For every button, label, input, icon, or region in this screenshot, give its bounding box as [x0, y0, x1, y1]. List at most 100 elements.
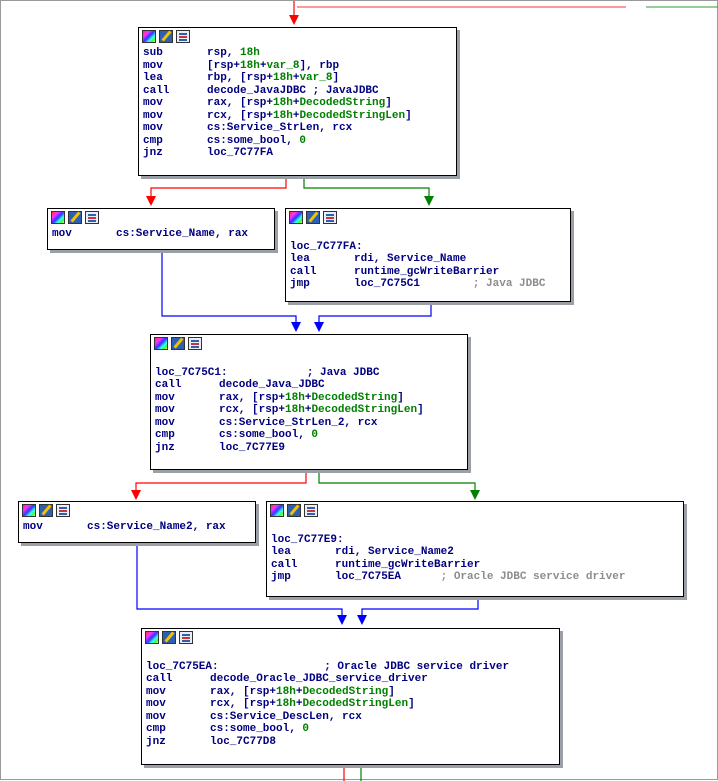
- operand-text: ]: [405, 109, 412, 122]
- edit-icon[interactable]: [159, 30, 173, 43]
- block-toolbar: [286, 209, 570, 227]
- operand-text: ]: [408, 698, 415, 710]
- operand-text: rdi, Service_Name2: [335, 546, 454, 558]
- operand-text: rcx, [rsp+: [207, 109, 274, 122]
- edit-icon[interactable]: [162, 631, 176, 644]
- mnemonic: lea: [143, 72, 163, 84]
- code-label-line[interactable]: [290, 228, 566, 241]
- operand-text: cs:Service_StrLen, rcx: [207, 122, 353, 134]
- operands: cs:some_bool, 0: [207, 135, 306, 148]
- mnemonic: jnz: [146, 735, 166, 748]
- graph-overview-icon[interactable]: [22, 504, 36, 517]
- operands: runtime_gcWriteBarrier: [335, 559, 480, 572]
- code-label-line[interactable]: [146, 648, 555, 661]
- xrefs-icon[interactable]: [323, 211, 337, 224]
- operand-text: loc_7C77D8: [210, 735, 277, 748]
- block-code: loc_7C75EA: ; Oracle JDBC service driver…: [142, 647, 559, 750]
- operand-text: ], rbp: [299, 59, 340, 72]
- code-label-line[interactable]: loc_7C77E9:: [271, 534, 679, 547]
- operand-text: decode_Java_JDBC: [219, 379, 325, 391]
- operand-text: cs:Service_Name, rax: [116, 228, 249, 240]
- instruction-line[interactable]: jnz loc_7C77D8: [146, 736, 555, 749]
- graph-overview-icon[interactable]: [154, 337, 168, 350]
- operand-text: loc_7C75C1: [354, 278, 421, 290]
- graph-overview-icon[interactable]: [142, 30, 156, 43]
- xrefs-icon[interactable]: [188, 337, 202, 350]
- xrefs-icon[interactable]: [176, 30, 190, 43]
- operand-text: rax, [rsp+: [219, 391, 286, 404]
- operand-text: rcx, [rsp+: [219, 404, 286, 416]
- graph-overview-icon[interactable]: [289, 211, 303, 224]
- operands: cs:Service_StrLen_2, rcx: [219, 417, 377, 430]
- operands: cs:some_bool, 0: [210, 723, 309, 736]
- code-label-line[interactable]: loc_7C75EA: ; Oracle JDBC service driver: [146, 661, 555, 674]
- operand-text: loc_7C75EA: [335, 571, 402, 583]
- edge-b3-b5: [318, 469, 476, 491]
- instruction-line[interactable]: lea rdi, Service_Name2: [271, 546, 679, 559]
- instruction-line[interactable]: mov[rsp+18h+var_8], rbp: [143, 60, 452, 73]
- operand-text: runtime_gcWriteBarrier: [335, 558, 481, 571]
- operands: loc_7C75C1 ; Java JDBC: [354, 278, 545, 291]
- edit-icon[interactable]: [68, 211, 82, 224]
- operand-text: cs:Service_DescLen, rcx: [210, 710, 362, 723]
- edit-icon[interactable]: [287, 504, 301, 517]
- instruction-line[interactable]: sub rsp, 18h: [143, 47, 452, 60]
- graph-overview-icon[interactable]: [145, 631, 159, 644]
- xrefs-icon[interactable]: [179, 631, 193, 644]
- mnemonic: lea: [271, 546, 291, 558]
- basic-block-6[interactable]: loc_7C75EA: ; Oracle JDBC service driver…: [141, 628, 560, 765]
- code-label-line[interactable]: loc_7C75C1: ; Java JDBC: [155, 367, 463, 380]
- graph-overview-icon[interactable]: [51, 211, 65, 224]
- code-label-line[interactable]: [271, 521, 679, 534]
- mnemonic: cmp: [155, 429, 175, 441]
- location-label: loc_7C75EA: ; Oracle JDBC service driver: [146, 660, 510, 673]
- operand-text: rcx, [rsp+: [210, 698, 277, 710]
- xrefs-icon[interactable]: [56, 504, 70, 517]
- code-label-line[interactable]: [155, 354, 463, 367]
- operands: rsp, 18h: [207, 47, 260, 60]
- edge-b3-b4: [135, 469, 307, 491]
- xrefs-icon[interactable]: [304, 504, 318, 517]
- operands: loc_7C77D8: [210, 736, 276, 749]
- mnemonic: sub: [143, 47, 163, 59]
- edit-icon[interactable]: [306, 211, 320, 224]
- graph-overview-icon[interactable]: [270, 504, 284, 517]
- edit-icon[interactable]: [39, 504, 53, 517]
- operand-text: ]: [332, 72, 340, 84]
- edit-icon[interactable]: [171, 337, 185, 350]
- code-label-line[interactable]: loc_7C77FA:: [290, 241, 566, 254]
- xrefs-icon[interactable]: [85, 211, 99, 224]
